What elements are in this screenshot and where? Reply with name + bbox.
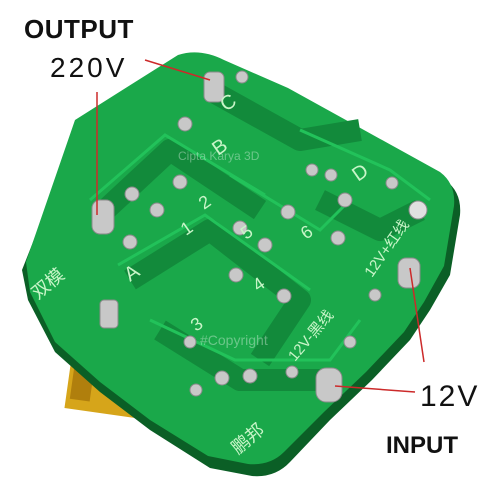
watermark: Cipta Karya 3D #Copyright	[178, 149, 268, 348]
input-voltage-label: 12V	[420, 380, 480, 413]
watermark-line1: Cipta Karya 3D	[178, 149, 260, 163]
output-label: OUTPUT	[24, 14, 134, 44]
solder-pads	[91, 70, 428, 403]
pointer-lines	[96, 59, 425, 393]
output-voltage-label: 220V	[50, 52, 128, 83]
watermark-line2: #Copyright	[200, 332, 268, 348]
input-label: INPUT	[386, 432, 458, 459]
